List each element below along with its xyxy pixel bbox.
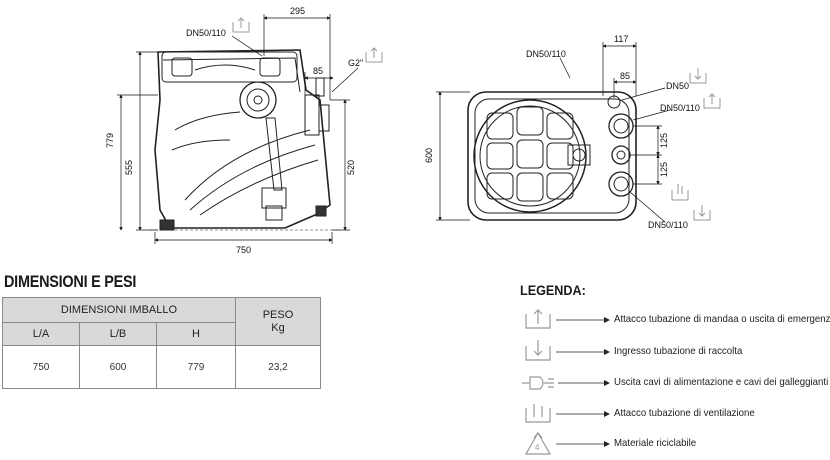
svg-text:4: 4 [535, 443, 540, 452]
weight-header-line1: PESO [262, 308, 294, 321]
dim-top-width: 295 [290, 6, 305, 16]
weight-header-line2: Kg [271, 321, 285, 334]
side-view-dimensions [117, 14, 359, 244]
weight-header: PESO Kg [235, 297, 321, 346]
col-header-la: L/A [2, 322, 80, 346]
cell-la: 750 [2, 345, 80, 389]
technical-drawing: 295 85 DN50/110 G2" 779 555 520 750 [105, 6, 721, 255]
top-view-dimensions [436, 42, 671, 223]
dim-offset-a: 117 [614, 34, 628, 44]
dimensions-table: DIMENSIONI IMBALLO PESO Kg L/A L/B H 750… [2, 297, 321, 389]
recycle-icon: 4 [524, 431, 610, 455]
vent-pipe-icon [525, 404, 610, 423]
legend-item: 4 Materiale riciclabile [520, 430, 830, 458]
cell-lb: 600 [79, 345, 157, 389]
cell-weight: 23,2 [235, 345, 321, 389]
label-port-low: DN50/110 [648, 220, 688, 230]
cell-h: 779 [156, 345, 236, 389]
dim-port-width: 85 [313, 66, 323, 76]
dim-depth: 600 [424, 148, 434, 163]
legend-label: Ingresso tubazione di raccolta [614, 345, 743, 357]
dim-offset-b: 85 [620, 71, 630, 81]
packing-dimensions-header: DIMENSIONI IMBALLO [2, 297, 236, 323]
dim-base-width: 750 [236, 245, 251, 255]
legend-title: LEGENDA: [520, 282, 586, 298]
col-header-h: H [156, 322, 236, 346]
label-vent: G2" [348, 58, 363, 68]
legend-label: Attacco tubazione di ventilazione [614, 407, 755, 419]
legend-item: Uscita cavi di alimentazione e cavi dei … [520, 369, 830, 397]
legend-label: Materiale riciclabile [614, 437, 697, 449]
discharge-pipe-icon [703, 93, 721, 109]
discharge-pipe-icon [232, 17, 250, 33]
legend-item: Attacco tubazione di ventilazione [520, 400, 830, 428]
label-side-outlet: DN50/110 [186, 28, 226, 38]
side-view [150, 49, 340, 231]
col-header-lb: L/B [79, 322, 157, 346]
label-port-small: DN50 [666, 81, 689, 91]
legend-item: Attacco tubazione di mandaa o uscita di … [520, 306, 830, 334]
discharge-pipe-icon [525, 309, 610, 329]
legend-label: Uscita cavi di alimentazione e cavi dei … [614, 376, 829, 388]
dim-spacing-b: 125 [659, 162, 669, 177]
vent-pipe-icon [671, 184, 689, 201]
dim-total-height: 779 [105, 133, 115, 148]
label-port-mid: DN50/110 [660, 103, 700, 113]
top-view [467, 91, 637, 221]
inlet-pipe-icon [525, 340, 610, 361]
legend-item: Ingresso tubazione di raccolta [520, 338, 830, 366]
table-row: 750 600 779 23,2 [2, 345, 321, 389]
inlet-pipe-icon [689, 68, 707, 84]
label-top-outlet: DN50/110 [526, 49, 566, 59]
vent-pipe-icon [365, 47, 383, 63]
legend-label: Attacco tubazione di mandaa o uscita di … [614, 313, 830, 325]
dimensions-heading: DIMENSIONI E PESI [4, 272, 137, 291]
inlet-pipe-icon [693, 205, 711, 221]
dim-spacing-a: 125 [659, 133, 669, 148]
dim-outlet-height: 520 [346, 160, 356, 175]
cable-plug-icon [522, 376, 610, 390]
dim-inlet-height: 555 [124, 160, 134, 175]
